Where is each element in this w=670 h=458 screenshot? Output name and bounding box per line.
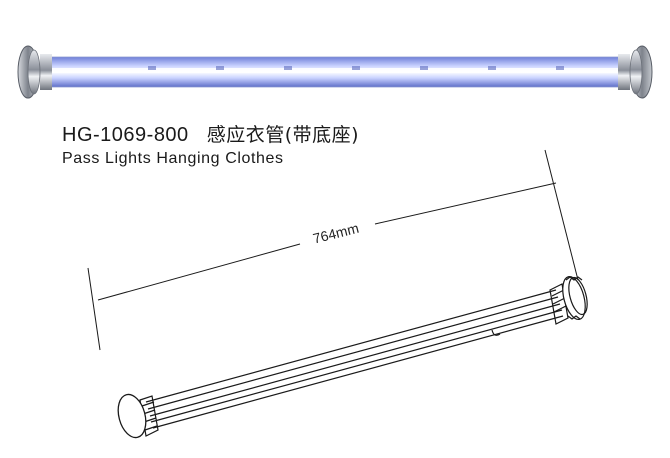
product-title: HG-1069-800 感应衣管(带底座) [62,120,359,147]
right-flange [549,283,569,325]
left-end-cap [17,45,52,99]
dimension-label: 764mm [311,220,360,247]
tube-highlight [48,68,622,73]
product-photo [17,45,653,99]
model-number: HG-1069-800 [62,124,189,146]
dimension-line-right [374,182,557,225]
english-name: Pass Lights Hanging Clothes [62,150,284,167]
extension-line-right [544,149,579,281]
right-end-base [562,275,588,321]
rod-outline [145,289,564,429]
technical-drawing: 764mm [87,149,588,439]
extension-line-left [87,267,101,351]
tube-markings [148,66,564,70]
right-end-cap [618,45,653,99]
chinese-name: 感应衣管(带底座) [206,124,360,146]
sensor-tab [491,329,501,336]
dimension-line-left [97,243,301,301]
left-end-disc [117,393,147,439]
